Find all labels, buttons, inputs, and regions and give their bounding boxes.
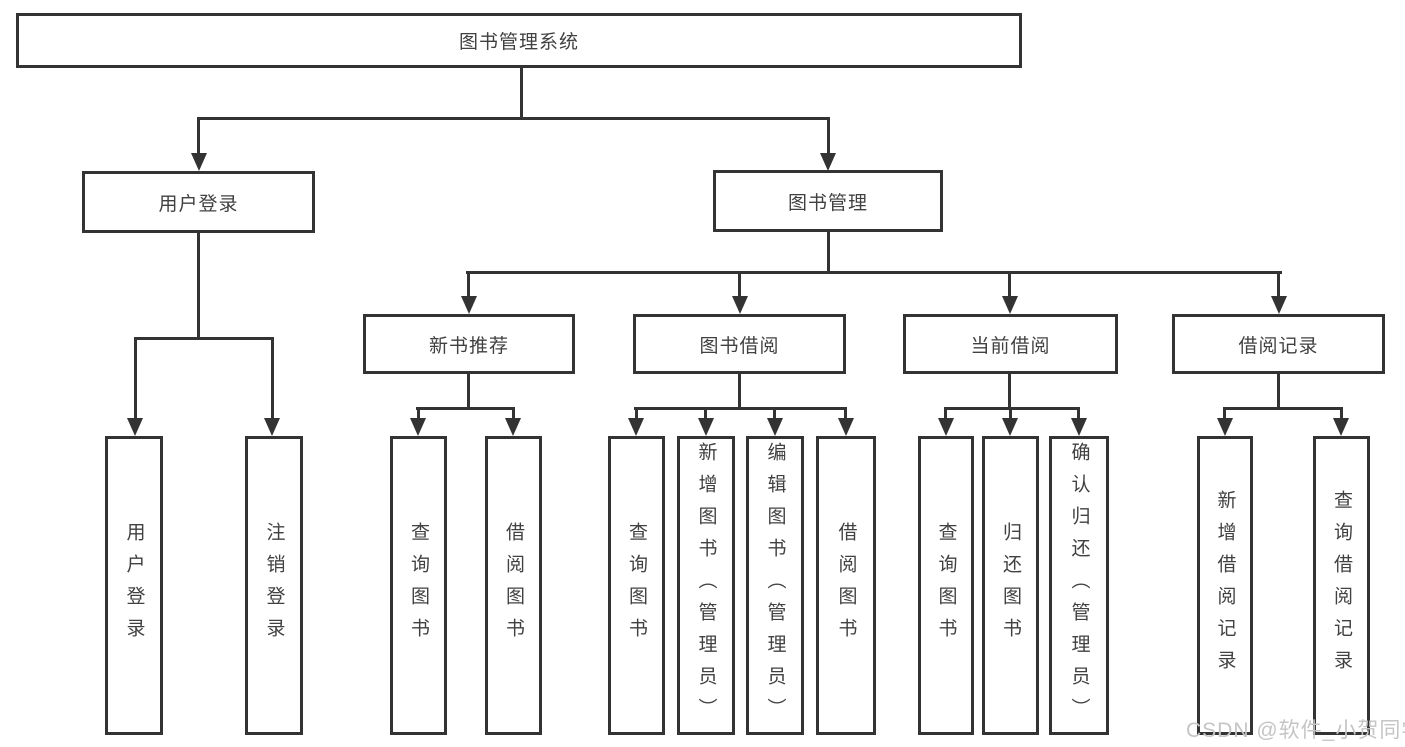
node-search-borrow-record: 查询借阅记录 (1313, 436, 1370, 735)
node-label: 用户登录 (158, 193, 239, 215)
arrow-down-icon (1002, 296, 1018, 314)
connector-leaf-stub (635, 407, 638, 421)
connector-leaf-stub (134, 337, 137, 420)
node-label: 借阅图书 (503, 521, 524, 650)
connector-leaf-stub (1077, 407, 1080, 421)
connector-leaf-stub (844, 407, 847, 421)
arrow-down-icon (410, 418, 426, 436)
node-label: 图书借阅 (699, 335, 780, 357)
node-search-books-borrowing: 查询图书 (608, 436, 665, 735)
node-label: 查询图书 (408, 521, 429, 650)
node-current-borrowing: 当前借阅 (903, 314, 1118, 374)
node-label: 新增借阅记录 (1214, 489, 1236, 682)
arrow-down-icon (264, 418, 280, 436)
connector-leaf-stub (1340, 407, 1343, 421)
node-label: 查询图书 (935, 521, 957, 650)
node-add-borrow-record: 新增借阅记录 (1197, 436, 1253, 735)
node-search-books-current: 查询图书 (918, 436, 974, 735)
connector-book-borrow-drop (738, 374, 741, 410)
arrow-down-icon (461, 296, 477, 314)
node-label: 确认归还（管理员） (1068, 441, 1090, 730)
arrow-down-icon (1002, 418, 1018, 436)
connector-leaf-stub (704, 407, 707, 421)
connector-current-borrow-drop (1008, 374, 1011, 410)
arrow-down-icon (838, 418, 854, 436)
arrow-down-icon (191, 153, 207, 171)
node-label: 查询借阅记录 (1331, 489, 1352, 682)
connector-new-book-drop (467, 374, 470, 410)
connector-user-login-hline (134, 337, 274, 340)
connector-book-mgmt-stub (827, 117, 830, 154)
connector-leaf-stub (417, 407, 420, 421)
node-add-books-admin: 新增图书（管理员） (677, 436, 735, 735)
connector-borrow-record-hline (1223, 407, 1342, 410)
node-return-books: 归还图书 (982, 436, 1039, 735)
arrow-down-icon (698, 418, 714, 436)
arrow-down-icon (732, 296, 748, 314)
connector-leaf-stub (271, 337, 274, 420)
connector-borrow-record-drop (1277, 374, 1280, 410)
node-logout: 注销登录 (245, 436, 303, 735)
arrow-down-icon (1071, 418, 1087, 436)
connector-root-drop (520, 68, 523, 120)
node-user-login-leaf: 用户登录 (105, 436, 163, 735)
node-label: 新增图书（管理员） (695, 441, 717, 730)
node-label: 借阅记录 (1238, 335, 1319, 357)
node-label: 归还图书 (1000, 521, 1021, 650)
connector-leaf-stub (1009, 407, 1012, 421)
node-label: 图书管理系统 (458, 32, 579, 53)
arrow-down-icon (127, 418, 143, 436)
node-library-management-system: 图书管理系统 (16, 13, 1022, 68)
connector-new-book-hline (416, 407, 515, 410)
node-label: 当前借阅 (970, 335, 1051, 357)
node-label: 借阅图书 (835, 521, 857, 650)
node-label: 图书管理 (787, 192, 868, 214)
connector-leaf-stub (1223, 407, 1226, 421)
node-confirm-return-admin: 确认归还（管理员） (1049, 436, 1109, 735)
connector-user-login-drop (197, 233, 200, 340)
connector-borrow-record-stub (1277, 271, 1280, 299)
node-label: 用户登录 (123, 521, 145, 650)
arrow-down-icon (820, 153, 836, 171)
arrow-down-icon (505, 418, 521, 436)
arrow-down-icon (1271, 296, 1287, 314)
node-label: 编辑图书（管理员） (764, 441, 786, 730)
connector-new-book-stub (467, 271, 470, 299)
node-user-login: 用户登录 (82, 171, 315, 233)
node-borrow-books-recommend: 借阅图书 (485, 436, 542, 735)
arrow-down-icon (628, 418, 644, 436)
connector-book-borrow-stub (738, 271, 741, 299)
connector-level2-hline (466, 271, 1282, 274)
connector-current-borrow-stub (1008, 271, 1011, 299)
connector-leaf-stub (773, 407, 776, 421)
node-new-book-recommend: 新书推荐 (363, 314, 575, 374)
arrow-down-icon (1217, 418, 1233, 436)
connector-current-borrow-hline (944, 407, 1080, 410)
arrow-down-icon (1333, 418, 1349, 436)
csdn-watermark: CSDN @软件_小贺同学 (1186, 719, 1405, 742)
connector-book-mgmt-drop (827, 232, 830, 273)
connector-book-borrow-hline (634, 407, 847, 410)
connector-leaf-stub (944, 407, 947, 421)
node-book-borrowing: 图书借阅 (633, 314, 846, 374)
node-book-management: 图书管理 (713, 170, 943, 232)
connector-leaf-stub (512, 407, 515, 421)
node-search-books-recommend: 查询图书 (390, 436, 447, 735)
node-label: 查询图书 (626, 521, 647, 650)
node-borrow-books-borrowing: 借阅图书 (816, 436, 876, 735)
arrow-down-icon (938, 418, 954, 436)
node-label: 新书推荐 (428, 335, 509, 357)
connector-user-login-stub (197, 117, 200, 154)
arrow-down-icon (767, 418, 783, 436)
node-borrowing-records: 借阅记录 (1172, 314, 1385, 374)
node-edit-books-admin: 编辑图书（管理员） (746, 436, 804, 735)
node-label: 注销登录 (263, 521, 285, 650)
connector-level1-hline (197, 117, 830, 120)
